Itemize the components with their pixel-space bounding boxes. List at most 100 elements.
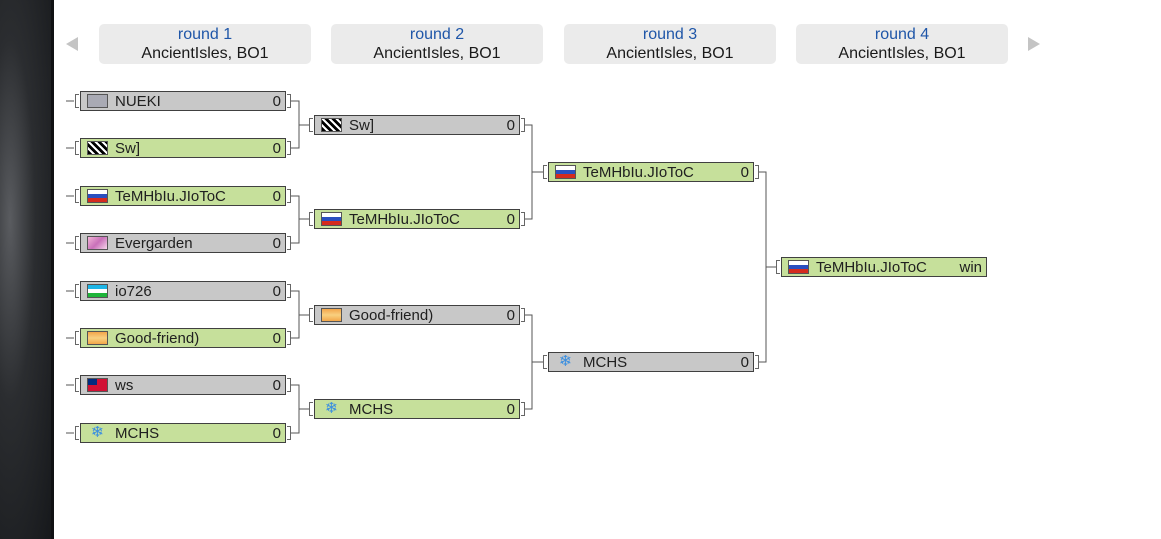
russia-flag-icon: [87, 189, 108, 203]
bracket-left: [543, 355, 547, 369]
player-name: TeMHbIu.JIoToC: [816, 259, 927, 276]
bracket-left: [75, 236, 79, 250]
bracket-left: [309, 308, 313, 322]
player-score: 0: [506, 401, 515, 418]
round-header-2: round 2 AncientIsles, BO1: [331, 24, 543, 64]
player-score: 0: [506, 211, 515, 228]
good-friend-clan-icon: [87, 331, 108, 345]
player-name: MCHS: [115, 425, 160, 442]
match-slot-r1-4[interactable]: Evergarden 0: [75, 233, 291, 253]
bracket-right: [287, 378, 291, 392]
round-format: AncientIsles, BO1: [606, 45, 734, 62]
bracket-left: [309, 402, 313, 416]
player-name: ws: [115, 377, 134, 394]
match-slot-r2-2[interactable]: TeMHbIu.JIoToC 0: [309, 209, 525, 229]
uzbekistan-flag-icon: [87, 284, 108, 298]
player-score: 0: [506, 117, 515, 134]
bracket-left: [75, 189, 79, 203]
bracket-left: [309, 118, 313, 132]
bracket-left: [75, 141, 79, 155]
good-friend-clan-icon: [321, 308, 342, 322]
bracket-right: [287, 236, 291, 250]
match-slot-r1-3[interactable]: TeMHbIu.JIoToC 0: [75, 186, 291, 206]
previous-round-arrow-icon[interactable]: [66, 37, 78, 51]
player-score: 0: [272, 425, 281, 442]
player-score: 0: [272, 93, 281, 110]
bracket-left: [543, 165, 547, 179]
player-name: Good-friend): [349, 307, 434, 324]
bracket-right: [287, 94, 291, 108]
match-slot-r1-2[interactable]: Sw] 0: [75, 138, 291, 158]
player-score: 0: [272, 188, 281, 205]
match-slot-r1-5[interactable]: io726 0: [75, 281, 291, 301]
match-slot-r1-6[interactable]: Good-friend) 0: [75, 328, 291, 348]
snowflake-icon: ❄: [90, 426, 105, 440]
player-name: MCHS: [583, 354, 628, 371]
winner-label: win: [959, 259, 982, 276]
player-name: NUEKI: [115, 93, 161, 110]
player-score: 0: [272, 140, 281, 157]
match-slot-r3-2[interactable]: ❄ MCHS 0: [543, 352, 759, 372]
bracket-left: [75, 378, 79, 392]
bracket-right: [521, 118, 525, 132]
bracket-right: [755, 355, 759, 369]
bracket-right: [287, 284, 291, 298]
snowflake-icon: ❄: [558, 355, 573, 369]
russia-flag-icon: [555, 165, 576, 179]
bracket-left: [75, 94, 79, 108]
match-slot-r2-3[interactable]: Good-friend) 0: [309, 305, 525, 325]
round-title: round 1: [177, 26, 233, 43]
match-slot-r1-1[interactable]: NUEKI 0: [75, 91, 291, 111]
bracket-left: [776, 260, 780, 274]
bracket-right: [287, 331, 291, 345]
round-format: AncientIsles, BO1: [141, 45, 269, 62]
sidebar-background: [0, 0, 54, 539]
match-slot-r1-8[interactable]: ❄ MCHS 0: [75, 423, 291, 443]
player-score: 0: [740, 354, 749, 371]
match-slot-r2-4[interactable]: ❄ MCHS 0: [309, 399, 525, 419]
snowflake-icon: ❄: [324, 402, 339, 416]
bracket-left: [75, 284, 79, 298]
sw-clan-icon: [87, 141, 108, 155]
match-slot-winner[interactable]: TeMHbIu.JIoToC win: [776, 257, 987, 277]
sw-clan-icon: [321, 118, 342, 132]
round-format: AncientIsles, BO1: [373, 45, 501, 62]
player-score: 0: [272, 377, 281, 394]
player-score: 0: [740, 164, 749, 181]
player-score: 0: [272, 235, 281, 252]
player-name: Sw]: [349, 117, 375, 134]
bracket-left: [75, 426, 79, 440]
evergarden-clan-icon: [87, 236, 108, 250]
next-round-arrow-icon[interactable]: [1028, 37, 1040, 51]
player-name: TeMHbIu.JIoToC: [583, 164, 694, 181]
player-name: Sw]: [115, 140, 141, 157]
round-header-4: round 4 AncientIsles, BO1: [796, 24, 1008, 64]
round-header-1: round 1 AncientIsles, BO1: [99, 24, 311, 64]
bracket-right: [521, 212, 525, 226]
player-name: Good-friend): [115, 330, 200, 347]
bracket-right: [521, 402, 525, 416]
bracket-right: [287, 426, 291, 440]
player-name: TeMHbIu.JIoToC: [349, 211, 460, 228]
match-slot-r2-1[interactable]: Sw] 0: [309, 115, 525, 135]
bracket-right: [755, 165, 759, 179]
match-slot-r3-1[interactable]: TeMHbIu.JIoToC 0: [543, 162, 759, 182]
player-score: 0: [272, 283, 281, 300]
russia-flag-icon: [788, 260, 809, 274]
bracket-right: [287, 189, 291, 203]
player-name: TeMHbIu.JIoToC: [115, 188, 226, 205]
russia-flag-icon: [321, 212, 342, 226]
player-name: io726: [115, 283, 152, 300]
player-score: 0: [506, 307, 515, 324]
match-slot-r1-7[interactable]: ws 0: [75, 375, 291, 395]
round-title: round 3: [642, 26, 698, 43]
bracket-left: [75, 331, 79, 345]
player-score: 0: [272, 330, 281, 347]
round-format: AncientIsles, BO1: [838, 45, 966, 62]
round-title: round 2: [409, 26, 465, 43]
samoa-flag-icon: [87, 378, 108, 392]
player-name: MCHS: [349, 401, 394, 418]
bracket-right: [521, 308, 525, 322]
nueki-clan-icon: [87, 94, 108, 108]
